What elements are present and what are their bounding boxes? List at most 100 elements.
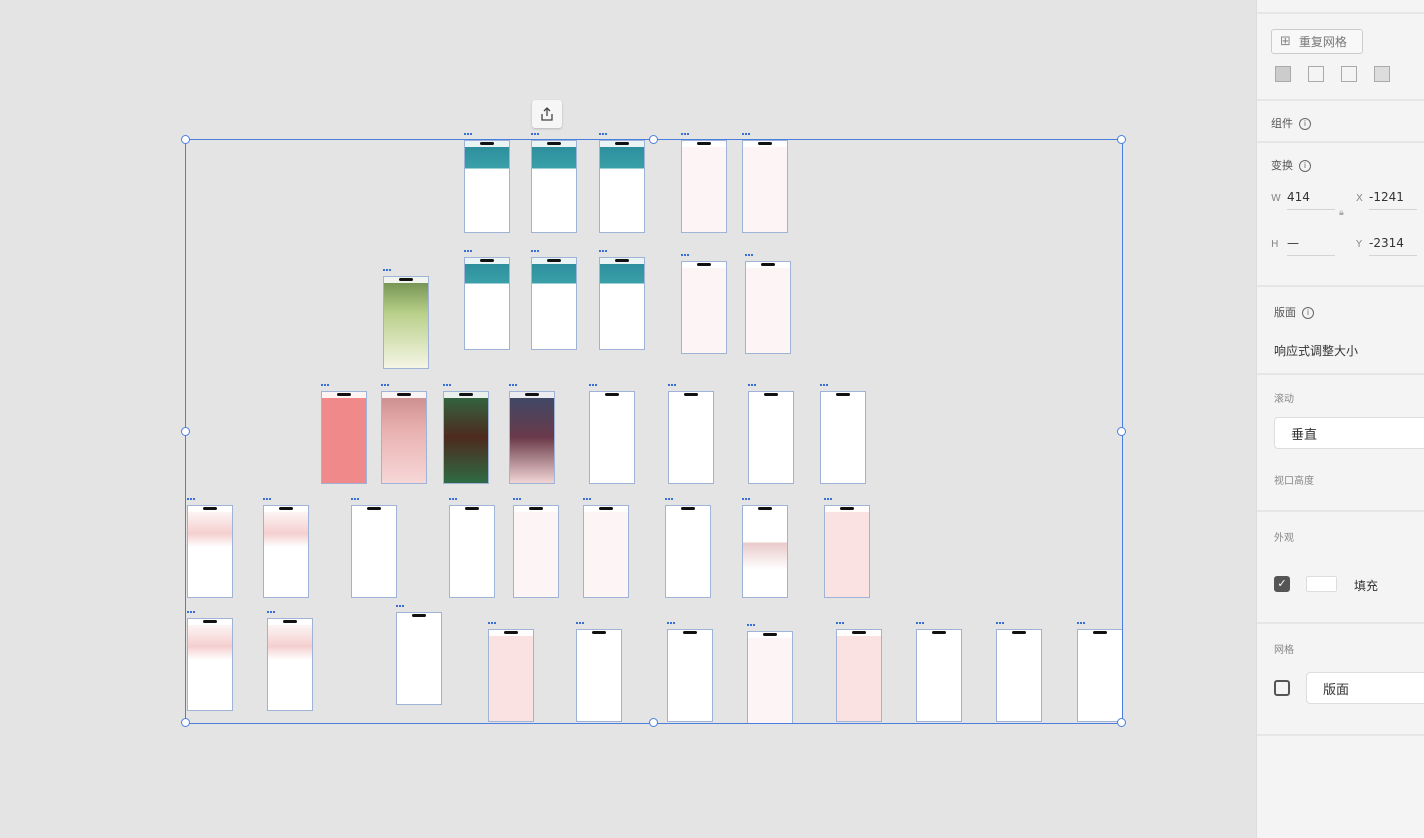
artboard-thumbnail[interactable] (531, 257, 577, 350)
artboard-menu-dots[interactable] (742, 498, 752, 501)
artboard-thumbnail[interactable] (443, 391, 489, 484)
scroll-dropdown[interactable]: 垂直 (1274, 417, 1424, 449)
resize-handle[interactable] (649, 718, 658, 727)
artboard-thumbnail[interactable] (383, 276, 429, 369)
artboard-thumbnail[interactable] (665, 505, 711, 598)
union-icon[interactable] (1275, 66, 1291, 82)
artboard-menu-dots[interactable] (599, 250, 609, 253)
resize-handle[interactable] (181, 718, 190, 727)
artboard-menu-dots[interactable] (599, 133, 609, 136)
artboard-menu-dots[interactable] (667, 622, 677, 625)
artboard-thumbnail[interactable] (996, 629, 1042, 722)
artboard-thumbnail[interactable] (187, 505, 233, 598)
artboard-menu-dots[interactable] (576, 622, 586, 625)
artboard-menu-dots[interactable] (531, 250, 541, 253)
artboard-menu-dots[interactable] (836, 622, 846, 625)
artboard-menu-dots[interactable] (263, 498, 273, 501)
resize-handle[interactable] (1117, 718, 1126, 727)
artboard-thumbnail[interactable] (824, 505, 870, 598)
artboard-thumbnail[interactable] (583, 505, 629, 598)
artboard-thumbnail[interactable] (513, 505, 559, 598)
artboard-thumbnail[interactable] (488, 629, 534, 722)
artboard-thumbnail[interactable] (668, 391, 714, 484)
artboard-menu-dots[interactable] (820, 384, 830, 387)
artboard-menu-dots[interactable] (531, 133, 541, 136)
artboard-thumbnail[interactable] (681, 140, 727, 233)
lock-aspect-icon[interactable]: 🔒︎ (1339, 208, 1344, 218)
artboard-thumbnail[interactable] (531, 140, 577, 233)
artboard-menu-dots[interactable] (267, 611, 277, 614)
grid-checkbox[interactable] (1274, 680, 1290, 696)
artboard-thumbnail[interactable] (396, 612, 442, 705)
artboard-menu-dots[interactable] (187, 611, 197, 614)
artboard-menu-dots[interactable] (443, 384, 453, 387)
artboard-thumbnail[interactable] (263, 505, 309, 598)
artboard-menu-dots[interactable] (665, 498, 675, 501)
resize-handle[interactable] (649, 135, 658, 144)
responsive-resize-label[interactable]: 响应式调整大小 (1274, 344, 1359, 358)
artboard-menu-dots[interactable] (464, 133, 474, 136)
artboard-thumbnail[interactable] (464, 140, 510, 233)
resize-handle[interactable] (1117, 135, 1126, 144)
artboard-menu-dots[interactable] (589, 384, 599, 387)
info-icon[interactable]: i (1302, 307, 1314, 319)
artboard-menu-dots[interactable] (488, 622, 498, 625)
info-icon[interactable]: i (1299, 118, 1311, 130)
subtract-icon[interactable] (1308, 66, 1324, 82)
artboard-menu-dots[interactable] (824, 498, 834, 501)
artboard-thumbnail[interactable] (464, 257, 510, 350)
artboard-menu-dots[interactable] (187, 498, 197, 501)
artboard-menu-dots[interactable] (351, 498, 361, 501)
artboard-thumbnail[interactable] (599, 140, 645, 233)
artboard-menu-dots[interactable] (381, 384, 391, 387)
artboard-thumbnail[interactable] (748, 391, 794, 484)
artboard-thumbnail[interactable] (381, 391, 427, 484)
artboard-thumbnail[interactable] (916, 629, 962, 722)
artboard-menu-dots[interactable] (668, 384, 678, 387)
x-input[interactable]: -1241 (1369, 190, 1417, 210)
selection-bounds[interactable] (181, 135, 1126, 727)
artboard-thumbnail[interactable] (589, 391, 635, 484)
intersect-icon[interactable] (1341, 66, 1357, 82)
artboard-menu-dots[interactable] (321, 384, 331, 387)
repeat-grid-button[interactable]: ⊞重复网格 (1271, 29, 1363, 54)
artboard-menu-dots[interactable] (748, 384, 758, 387)
share-button[interactable] (532, 100, 562, 128)
grid-type-dropdown[interactable]: 版面 (1306, 672, 1424, 704)
artboard-menu-dots[interactable] (449, 498, 459, 501)
artboard-thumbnail[interactable] (187, 618, 233, 711)
artboard-thumbnail[interactable] (681, 261, 727, 354)
artboard-thumbnail[interactable] (599, 257, 645, 350)
artboard-thumbnail[interactable] (351, 505, 397, 598)
artboard-menu-dots[interactable] (1077, 622, 1087, 625)
resize-handle[interactable] (181, 135, 190, 144)
fill-color-swatch[interactable] (1306, 576, 1337, 592)
artboard-thumbnail[interactable] (747, 631, 793, 724)
artboard-thumbnail[interactable] (576, 629, 622, 722)
artboard-menu-dots[interactable] (745, 254, 755, 257)
resize-handle[interactable] (1117, 426, 1126, 436)
artboard-menu-dots[interactable] (681, 133, 691, 136)
y-input[interactable]: -2314 (1369, 236, 1417, 256)
height-input[interactable]: — (1287, 236, 1335, 256)
artboard-thumbnail[interactable] (267, 618, 313, 711)
artboard-menu-dots[interactable] (681, 254, 691, 257)
artboard-thumbnail[interactable] (509, 391, 555, 484)
artboard-thumbnail[interactable] (742, 140, 788, 233)
artboard-menu-dots[interactable] (396, 605, 406, 608)
artboard-thumbnail[interactable] (836, 629, 882, 722)
exclude-icon[interactable] (1374, 66, 1390, 82)
artboard-thumbnail[interactable] (321, 391, 367, 484)
artboard-menu-dots[interactable] (747, 624, 757, 627)
info-icon[interactable]: i (1299, 160, 1311, 172)
resize-handle[interactable] (181, 426, 190, 436)
artboard-thumbnail[interactable] (742, 505, 788, 598)
artboard-menu-dots[interactable] (583, 498, 593, 501)
width-input[interactable]: 414 (1287, 190, 1335, 210)
artboard-menu-dots[interactable] (742, 133, 752, 136)
artboard-menu-dots[interactable] (513, 498, 523, 501)
artboard-thumbnail[interactable] (667, 629, 713, 722)
artboard-menu-dots[interactable] (996, 622, 1006, 625)
fill-checkbox[interactable]: ✓ (1274, 576, 1290, 592)
artboard-menu-dots[interactable] (509, 384, 519, 387)
